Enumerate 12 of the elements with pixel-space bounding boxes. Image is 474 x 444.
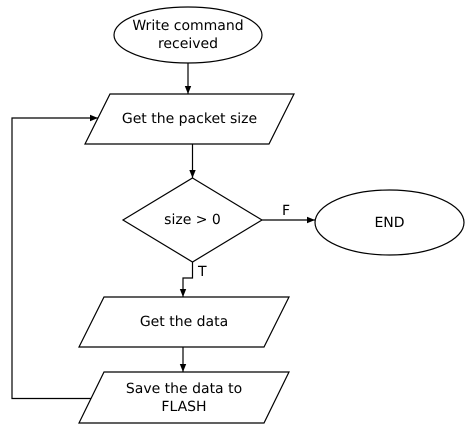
node-text: Get the data [140,313,228,331]
arrow [11,114,98,400]
node-text: END [374,214,405,232]
arrow [184,63,192,94]
node-text: Write command received [131,17,245,53]
node-text: size > 0 [164,211,221,229]
arrow [180,262,194,297]
node-text: Save the data to FLASH [124,380,244,416]
arrow [262,216,315,224]
arrow [180,347,186,372]
node-text: Get the packet size [122,110,258,128]
arrow [189,144,196,178]
